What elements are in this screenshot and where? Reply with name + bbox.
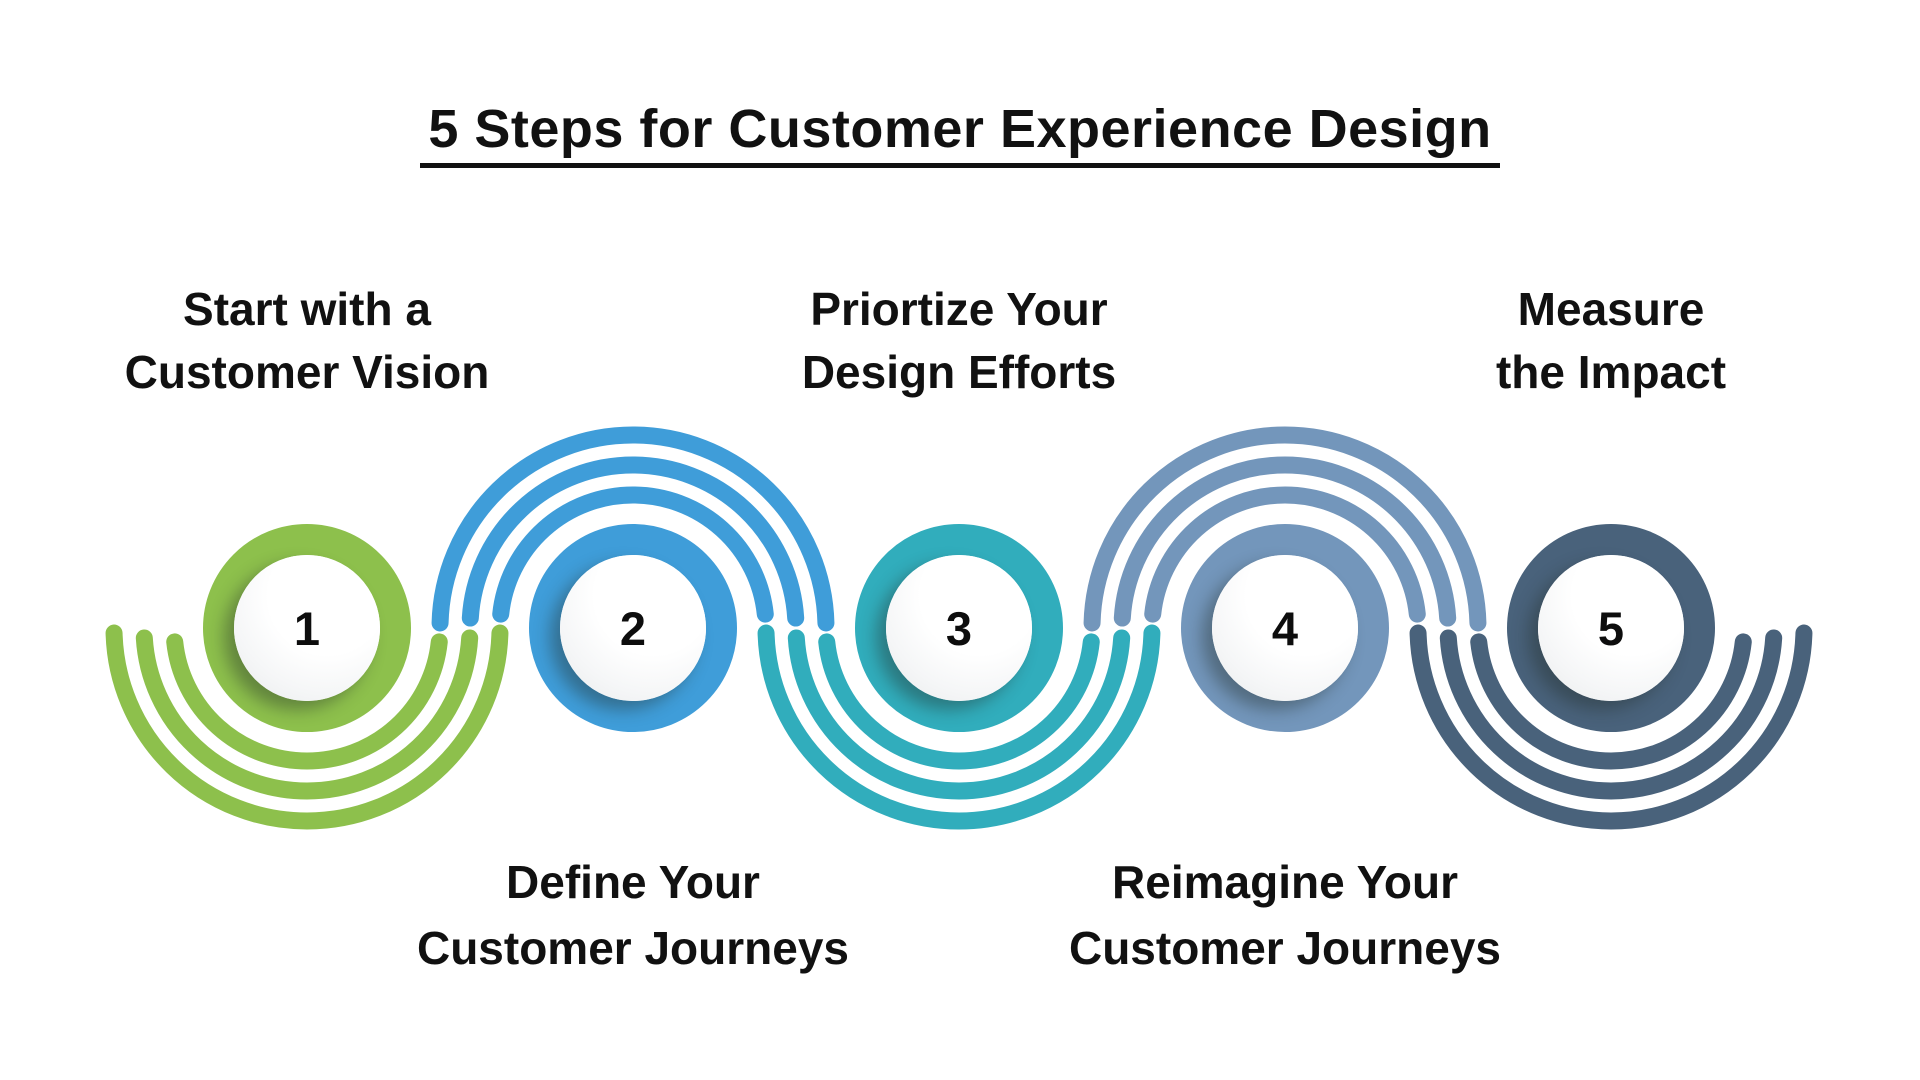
wave-arc-step-2 [461,456,805,627]
step-4-number: 4 [1271,601,1299,655]
step-3-number: 3 [945,601,973,655]
step-5-disc: 5 [1538,555,1684,701]
wave-arc-step-5 [1439,629,1783,800]
wave-arc-step-3 [818,633,1100,770]
wave-arc-step-1 [105,624,509,830]
step-2-label-line-2: Customer Journeys [416,922,850,974]
step-2-label-line-1: Define Your [506,856,760,908]
title-bar: 5 Steps for Customer Experience Design [0,0,1920,168]
step-5-label: Measure the Impact [1496,278,1726,404]
wave-arc-step-4 [1083,426,1487,632]
wave-arc-step-2 [492,486,774,623]
step-1-label: Start with a Customer Vision [125,278,490,404]
step-1-number: 1 [293,601,321,655]
step-1-label-line-1: Start with a [183,283,431,335]
wave-arc-step-3 [787,629,1131,800]
wave-arc-step-4 [1113,456,1457,627]
wave-arc-step-4 [1144,486,1426,623]
wave-arc-step-1 [166,633,448,770]
step-3-label-line-2: Design Efforts [801,346,1117,398]
step-5-label-line-1: Measure [1517,283,1705,335]
step-3-disc: 3 [886,555,1032,701]
step-1-disc: 1 [234,555,380,701]
step-5-number: 5 [1597,601,1625,655]
step-4-label-line-2: Customer Journeys [1068,922,1502,974]
wave-arc-step-3 [757,624,1161,830]
step-1-label-line-2: Customer Vision [124,346,490,398]
wave-arc-step-1 [135,629,479,800]
wave-arc-step-5 [1409,624,1813,830]
page-title: 5 Steps for Customer Experience Design [420,98,1500,168]
step-5-label-line-2: the Impact [1495,346,1727,398]
step-4-label: Reimagine Your Customer Journeys [1069,849,1501,981]
step-4-disc: 4 [1212,555,1358,701]
step-4-label-line-1: Reimagine Your [1112,856,1458,908]
step-2-number: 2 [619,601,647,655]
step-2-disc: 2 [560,555,706,701]
step-2-label: Define Your Customer Journeys [417,849,849,981]
step-3-label-line-1: Priortize Your [810,283,1108,335]
wave-arc-step-2 [431,426,835,632]
step-3-label: Priortize Your Design Efforts [802,278,1116,404]
wave-arc-step-5 [1470,633,1752,770]
